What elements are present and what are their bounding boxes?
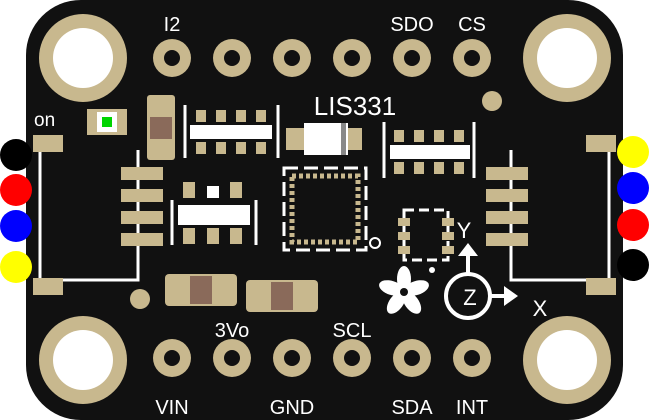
sensor-chip: [282, 166, 381, 252]
pin-label-sdo: SDO: [390, 14, 433, 36]
ic-right-upper: [382, 122, 476, 178]
axis-label-z: Z: [463, 285, 476, 310]
diode: [286, 123, 362, 155]
ic-right-small: [398, 208, 454, 273]
pin-label-cs: CS: [458, 14, 486, 36]
resistor-bottom-right: [246, 280, 318, 312]
pin-label-vin: VIN: [155, 397, 188, 419]
resistor-vertical: [147, 95, 175, 160]
pin-label-int: INT: [456, 397, 488, 419]
axis-indicator: [444, 243, 518, 320]
fiducial-bottom: [130, 289, 150, 309]
stemma-connector-left: [33, 135, 163, 295]
mounting-hole-top-right: [523, 14, 611, 102]
axis-label-y: Y: [457, 218, 472, 243]
resistor-bottom-left: [165, 274, 237, 306]
flower-logo-icon: [379, 266, 429, 314]
pcb: [26, 0, 623, 420]
power-led: [87, 109, 127, 135]
pin-label-3vo: 3Vo: [215, 320, 249, 342]
wire-dots-left: [0, 139, 32, 283]
chip-label: LIS331: [314, 91, 396, 121]
bottom-header-pads: [153, 339, 491, 377]
pin-label-scl: SCL: [333, 320, 372, 342]
ic-left-upper: [183, 105, 280, 158]
fiducial-top: [482, 91, 502, 111]
mounting-hole-bottom-left: [39, 316, 127, 404]
ic-left-lower: [170, 182, 258, 245]
pin-label-gnd: GND: [270, 397, 314, 419]
pin-label-sda: SDA: [391, 397, 433, 419]
top-header-pads: [153, 39, 491, 77]
axis-label-x: X: [533, 296, 548, 321]
wire-dots-right: [617, 136, 649, 281]
mounting-hole-bottom-right: [523, 316, 611, 404]
mounting-hole-top-left: [39, 14, 127, 102]
led-label: on: [34, 110, 55, 131]
stemma-connector-right: [486, 135, 616, 295]
pin-label-i2: I2: [164, 14, 181, 36]
